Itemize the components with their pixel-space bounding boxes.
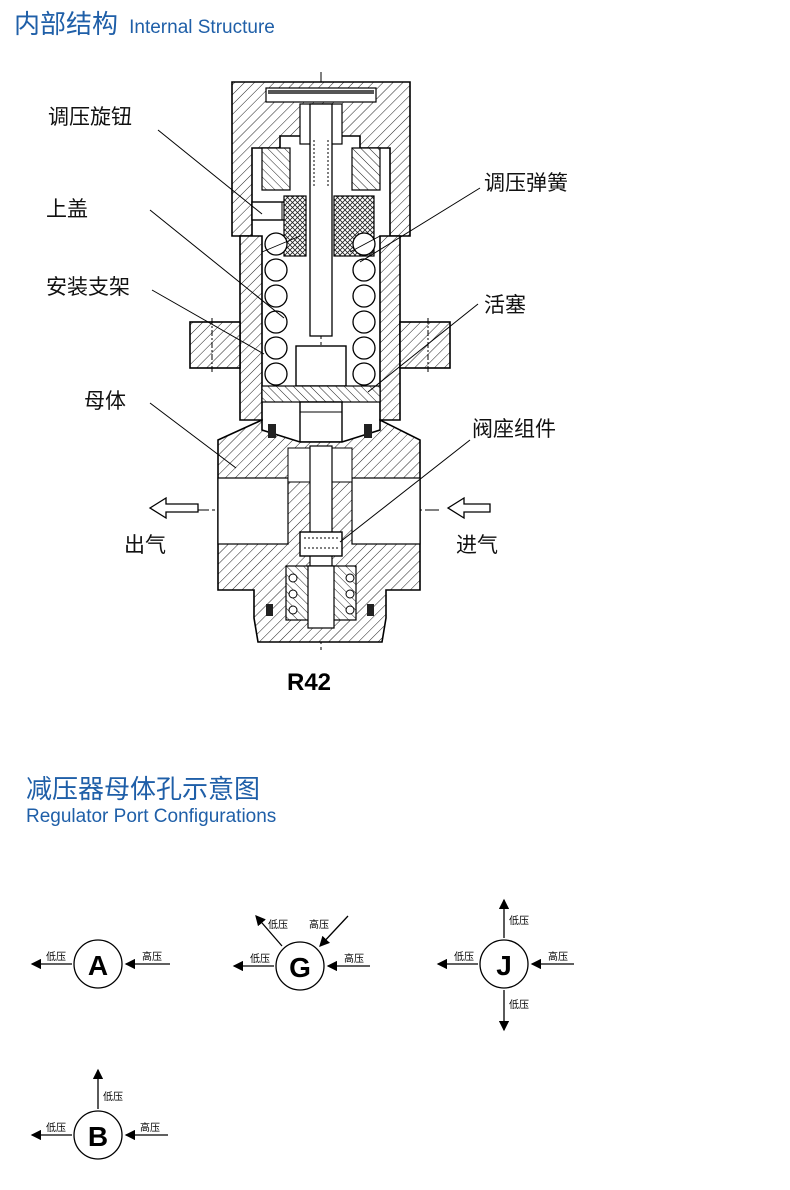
label-seat: 阀座组件 [472,417,556,441]
model-label: R42 [287,669,331,696]
regulator-body [217,418,421,643]
port-j-high-right: 高压 [548,950,568,963]
port-j-letter: J [496,950,512,981]
port-a-high: 高压 [142,950,162,963]
port-configurations: A 低压 高压 G 低压 高压 低压 高压 J 低压 高压 低压 低压 B [30,898,574,1160]
port-a-letter: A [88,950,108,981]
outlet-arrow [148,496,199,520]
ports-title-en: Regulator Port Configurations [26,805,277,827]
label-bracket: 安装支架 [46,275,130,299]
port-a-low: 低压 [46,950,66,963]
port-g-letter: G [289,952,311,983]
label-piston: 活塞 [484,293,526,317]
label-spring: 调压弹簧 [484,171,568,195]
label-knob: 调压旋钮 [48,105,132,129]
port-config-a: A 低压 高压 [30,939,170,989]
regulator-cross-section: 调压旋钮 上盖 安装支架 母体 调压弹簧 活塞 阀座组件 出气 进气 R42 [46,72,568,696]
port-b-low-top: 低压 [103,1090,123,1103]
port-j-low-left: 低压 [454,950,474,963]
ports-title-cn: 减压器母体孔示意图 [26,775,261,805]
port-g-low-left: 低压 [250,952,270,965]
port-b-low-left: 低压 [46,1121,66,1134]
regulator-spring [261,232,381,386]
port-j-low-top: 低压 [509,914,529,927]
section-title-ports: 减压器母体孔示意图 Regulator Port Configurations [26,776,276,827]
label-inlet: 进气 [456,533,498,557]
label-body: 母体 [84,389,126,413]
leader-lines [149,129,481,543]
port-config-g: G 低压 高压 低压 高压 [232,915,370,991]
port-config-b: B 低压 高压 低压 [30,1068,168,1160]
mounting-bracket [189,318,451,372]
port-b-high-right: 高压 [140,1121,160,1134]
label-outlet: 出气 [124,533,166,557]
bonnet-housing [239,235,401,421]
title-cn: 内部结构 [14,10,119,40]
port-g-low-top: 低压 [268,918,288,931]
piston [261,345,381,443]
port-config-j: J 低压 高压 低压 低压 [436,898,574,1032]
port-g-high-top: 高压 [309,918,329,931]
valve-seat-assembly [285,531,357,629]
inlet-arrow [446,496,491,520]
label-cover: 上盖 [46,197,88,221]
port-g-high-right: 高压 [344,952,364,965]
title-en: Internal Structure [129,17,275,38]
adjusting-stem [309,103,333,337]
port-b-letter: B [88,1121,108,1152]
port-j-low-bottom: 低压 [509,998,529,1011]
section-title-internal: 内部结构 Internal Structure [14,4,275,41]
